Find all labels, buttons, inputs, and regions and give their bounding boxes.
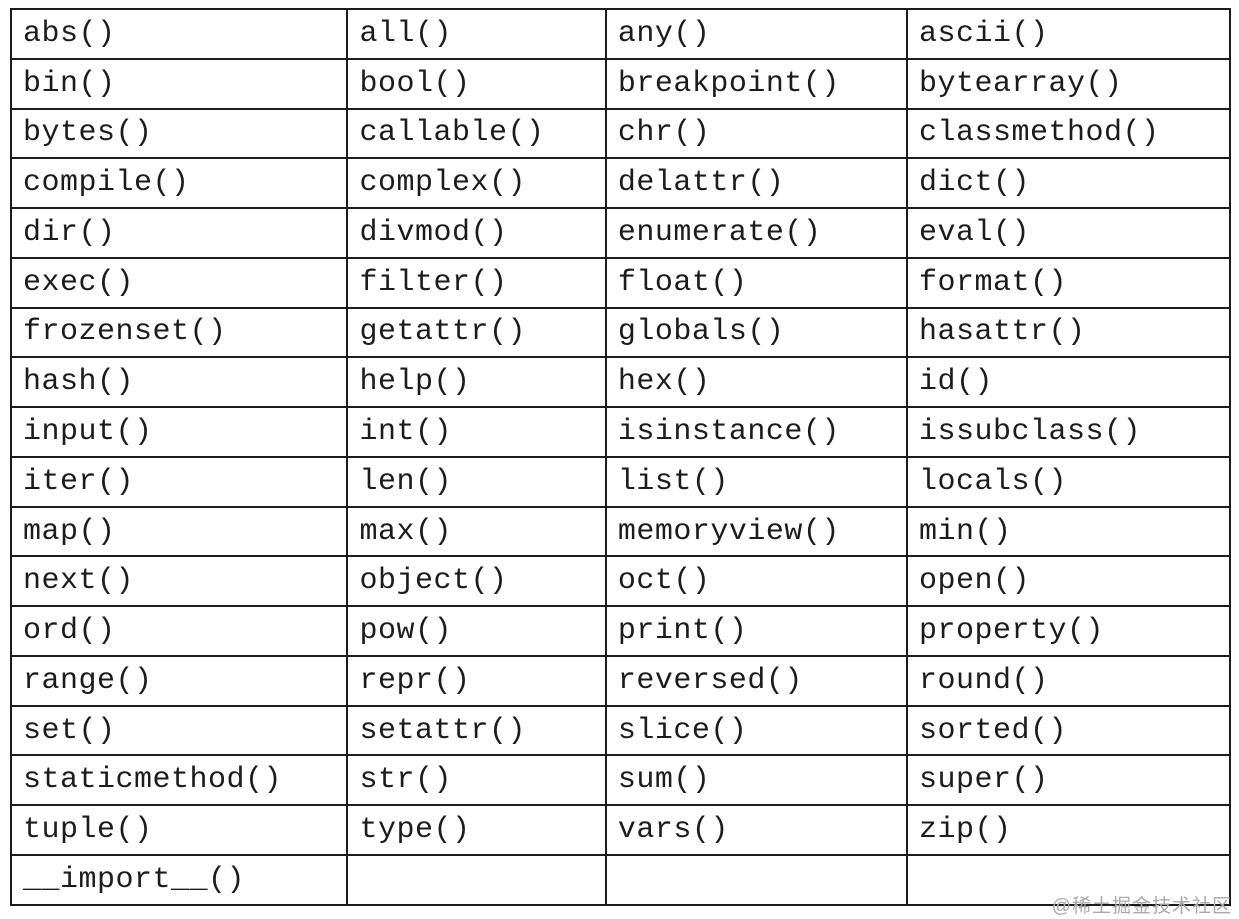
function-cell: classmethod(): [905, 107, 1232, 160]
function-cell: next(): [9, 555, 349, 608]
function-cell: callable(): [346, 107, 607, 160]
function-cell: super(): [905, 754, 1232, 807]
function-cell: setattr(): [346, 704, 607, 757]
function-cell: __import__(): [9, 854, 349, 906]
table-row: set()setattr()slice()sorted(): [9, 704, 1232, 757]
function-cell: sum(): [604, 754, 908, 807]
function-cell: delattr(): [604, 157, 908, 210]
function-cell: bool(): [346, 57, 607, 110]
function-cell: tuple(): [9, 804, 349, 857]
table-row: input()int()isinstance()issubclass(): [9, 406, 1232, 458]
function-cell: len(): [346, 455, 607, 508]
table-row: frozenset()getattr()globals()hasattr(): [9, 306, 1232, 359]
function-cell: print(): [604, 605, 908, 657]
function-cell: input(): [9, 406, 349, 458]
empty-cell: [604, 854, 908, 906]
watermark: @稀土掘金技术社区: [1051, 896, 1232, 917]
function-cell: any(): [604, 8, 908, 60]
function-cell: hex(): [604, 356, 908, 409]
function-cell: help(): [346, 356, 607, 409]
table-row: ord()pow()print()property(): [9, 605, 1232, 657]
function-cell: hash(): [9, 356, 349, 409]
function-cell: ascii(): [905, 8, 1232, 60]
function-cell: id(): [905, 356, 1232, 409]
function-cell: range(): [9, 654, 349, 707]
table-row: tuple()type()vars()zip(): [9, 804, 1232, 857]
function-cell: list(): [604, 455, 908, 508]
function-cell: open(): [905, 555, 1232, 608]
function-cell: isinstance(): [604, 406, 908, 458]
table-row: exec()filter()float()format(): [9, 256, 1232, 309]
table-row: compile()complex()delattr()dict(): [9, 157, 1232, 210]
function-cell: bytearray(): [905, 57, 1232, 110]
function-cell: abs(): [9, 8, 349, 60]
function-cell: zip(): [905, 804, 1232, 857]
function-cell: vars(): [604, 804, 908, 857]
function-cell: object(): [346, 555, 607, 608]
function-cell: sorted(): [905, 704, 1232, 757]
table-row: hash()help()hex()id(): [9, 356, 1232, 409]
function-cell: round(): [905, 654, 1232, 707]
function-cell: all(): [346, 8, 607, 60]
table-row: bin()bool()breakpoint()bytearray(): [9, 57, 1232, 110]
function-cell: issubclass(): [905, 406, 1232, 458]
function-cell: memoryview(): [604, 505, 908, 558]
table-row: abs()all()any()ascii(): [9, 8, 1232, 60]
function-cell: map(): [9, 505, 349, 558]
function-cell: divmod(): [346, 207, 607, 259]
function-cell: pow(): [346, 605, 607, 657]
function-cell: set(): [9, 704, 349, 757]
function-cell: globals(): [604, 306, 908, 359]
function-cell: min(): [905, 505, 1232, 558]
function-cell: dict(): [905, 157, 1232, 210]
function-cell: property(): [905, 605, 1232, 657]
function-cell: int(): [346, 406, 607, 458]
table-row: bytes()callable()chr()classmethod(): [9, 107, 1232, 160]
table-row: dir()divmod()enumerate()eval(): [9, 207, 1232, 259]
function-cell: bytes(): [9, 107, 349, 160]
function-cell: chr(): [604, 107, 908, 160]
table-row: iter()len()list()locals(): [9, 455, 1232, 508]
table-body: abs()all()any()ascii()bin()bool()breakpo…: [9, 8, 1232, 906]
function-cell: ord(): [9, 605, 349, 657]
function-cell: iter(): [9, 455, 349, 508]
function-cell: enumerate(): [604, 207, 908, 259]
function-cell: format(): [905, 256, 1232, 309]
empty-cell: [905, 854, 1232, 906]
function-cell: float(): [604, 256, 908, 309]
table-row: staticmethod()str()sum()super(): [9, 754, 1232, 807]
function-cell: oct(): [604, 555, 908, 608]
function-cell: getattr(): [346, 306, 607, 359]
function-cell: repr(): [346, 654, 607, 707]
function-cell: locals(): [905, 455, 1232, 508]
function-cell: breakpoint(): [604, 57, 908, 110]
function-cell: str(): [346, 754, 607, 807]
empty-cell: [346, 854, 607, 906]
function-cell: bin(): [9, 57, 349, 110]
table-row: __import__(): [9, 854, 1232, 906]
function-cell: type(): [346, 804, 607, 857]
function-cell: staticmethod(): [9, 754, 349, 807]
function-cell: slice(): [604, 704, 908, 757]
function-cell: reversed(): [604, 654, 908, 707]
function-cell: compile(): [9, 157, 349, 210]
function-cell: exec(): [9, 256, 349, 309]
table-row: next()object()oct()open(): [9, 555, 1232, 608]
table-row: map()max()memoryview()min(): [9, 505, 1232, 558]
function-cell: hasattr(): [905, 306, 1232, 359]
function-cell: max(): [346, 505, 607, 558]
builtin-functions-table: abs()all()any()ascii()bin()bool()breakpo…: [9, 8, 1232, 906]
function-cell: complex(): [346, 157, 607, 210]
function-cell: frozenset(): [9, 306, 349, 359]
table-row: range()repr()reversed()round(): [9, 654, 1232, 707]
function-cell: eval(): [905, 207, 1232, 259]
function-cell: dir(): [9, 207, 349, 259]
function-cell: filter(): [346, 256, 607, 309]
